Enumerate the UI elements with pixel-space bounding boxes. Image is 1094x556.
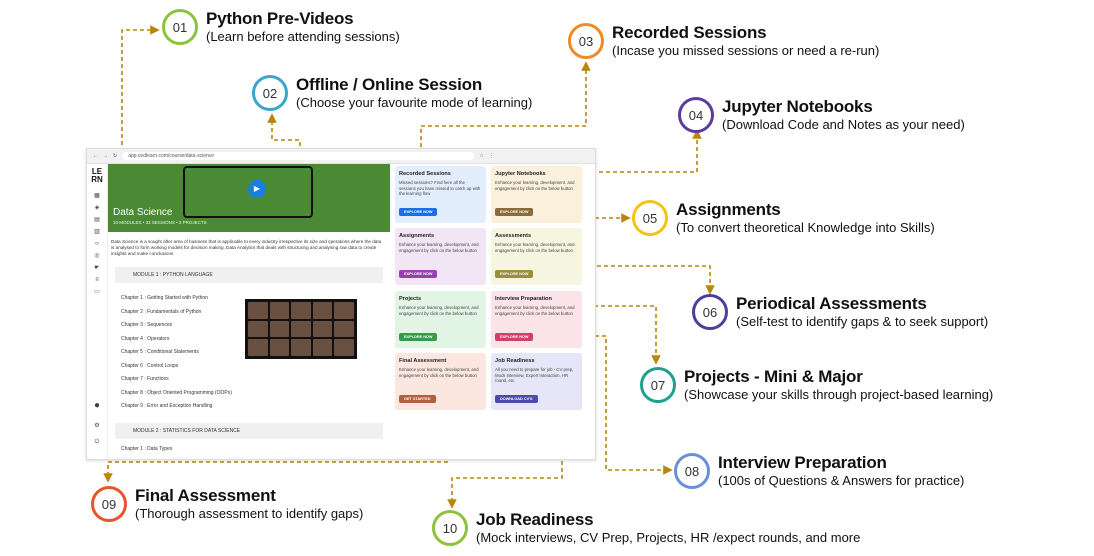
feature-python-pre-videos: 01 Python Pre-Videos(Learn before attend… bbox=[162, 9, 400, 45]
course-hero-banner: ▶ Data Science 10 MODULES • 32 SESSIONS … bbox=[108, 164, 390, 232]
list-icon[interactable]: ≡ bbox=[95, 277, 99, 283]
module-header[interactable]: MODULE 2 : STATISTICS FOR DATA SCIENCE bbox=[115, 423, 383, 439]
url-field[interactable]: app.cedlearn.com/course/data-science bbox=[122, 152, 475, 160]
list-item[interactable]: Chapter 4 : Operators bbox=[121, 335, 170, 342]
list-item[interactable]: Chapter 2 : Fundamentals of Python bbox=[121, 308, 202, 315]
chat-icon[interactable]: ▭ bbox=[94, 289, 100, 295]
step-badge: 03 bbox=[568, 23, 604, 59]
video-call-thumbnail bbox=[245, 299, 357, 359]
step-badge: 09 bbox=[91, 486, 127, 522]
feature-title: Projects - Mini & Major bbox=[684, 367, 863, 386]
feature-title: Assignments bbox=[676, 200, 781, 219]
forward-icon[interactable]: → bbox=[103, 153, 108, 159]
step-badge: 10 bbox=[432, 510, 468, 546]
card-recorded-sessions[interactable]: Recorded Sessions Missed sessions? Find … bbox=[395, 166, 486, 223]
explore-button[interactable]: EXPLORE NOW bbox=[399, 270, 438, 278]
feature-recorded-sessions: 03 Recorded Sessions(Incase you missed s… bbox=[568, 23, 879, 59]
code-icon[interactable]: ‹› bbox=[95, 241, 99, 247]
calendar-icon[interactable]: ▤ bbox=[94, 217, 100, 223]
card-assignments[interactable]: Assignments Enhance your learning, devel… bbox=[395, 228, 486, 285]
browser-address-bar: ← → ↻ app.cedlearn.com/course/data-scien… bbox=[87, 149, 595, 164]
module-header[interactable]: MODULE 1 : PYTHON LANGUAGE bbox=[115, 267, 383, 283]
power-icon[interactable]: ⏻ bbox=[94, 439, 100, 445]
feature-title: Jupyter Notebooks bbox=[722, 97, 873, 116]
feature-subtitle: (To convert theoretical Knowledge into S… bbox=[676, 220, 935, 235]
explore-button[interactable]: EXPLORE NOW bbox=[495, 208, 534, 216]
explore-button[interactable]: EXPLORE NOW bbox=[399, 208, 438, 216]
list-item[interactable]: Chapter 5 : Conditional Statements bbox=[121, 349, 199, 355]
layers-icon[interactable]: ◈ bbox=[94, 205, 100, 211]
list-item[interactable]: Chapter 7 : Functions bbox=[121, 376, 169, 382]
feature-assignments: 05 Assignments(To convert theoretical Kn… bbox=[632, 200, 935, 236]
course-description: Data Science is a sought after area of b… bbox=[111, 239, 382, 256]
step-badge: 02 bbox=[252, 75, 288, 111]
step-badge: 01 bbox=[162, 9, 198, 45]
document-icon[interactable]: ▥ bbox=[94, 229, 100, 235]
feature-title: Python Pre-Videos bbox=[206, 9, 354, 28]
feature-title: Job Readiness bbox=[476, 510, 594, 529]
feature-subtitle: (Learn before attending sessions) bbox=[206, 29, 400, 44]
coin-icon[interactable]: ◎ bbox=[94, 253, 100, 259]
feature-title: Final Assessment bbox=[135, 486, 276, 505]
step-badge: 06 bbox=[692, 294, 728, 330]
download-cv-button[interactable]: DOWNLOAD CV'S bbox=[495, 395, 538, 403]
pointer-icon[interactable]: ☛ bbox=[94, 265, 100, 271]
feature-title: Interview Preparation bbox=[718, 453, 887, 472]
feature-subtitle: (100s of Questions & Answers for practic… bbox=[718, 473, 965, 488]
user-avatar-icon[interactable]: ● bbox=[93, 400, 101, 411]
feature-projects: 07 Projects - Mini & Major(Showcase your… bbox=[640, 367, 993, 403]
list-item[interactable]: Chapter 1 : Data Types bbox=[121, 446, 173, 452]
feature-periodical-assessments: 06 Periodical Assessments(Self-test to i… bbox=[692, 294, 988, 330]
chapter-list: Chapter 1 : Getting Started with Python … bbox=[121, 292, 251, 414]
feature-title: Offline / Online Session bbox=[296, 75, 483, 94]
explore-button[interactable]: EXPLORE NOW bbox=[399, 333, 438, 341]
list-item[interactable]: Chapter 1 : Getting Started with Python bbox=[121, 295, 208, 301]
feature-subtitle: (Download Code and Notes as your need) bbox=[722, 117, 965, 132]
settings-icon[interactable]: ⚙ bbox=[94, 423, 100, 429]
play-icon[interactable]: ▶ bbox=[248, 180, 266, 198]
feature-subtitle: (Self-test to identify gaps & to seek su… bbox=[736, 314, 989, 329]
feature-final-assessment: 09 Final Assessment(Thorough assessment … bbox=[91, 486, 363, 522]
course-meta: 10 MODULES • 32 SESSIONS • 3 PROJECTS bbox=[113, 220, 207, 225]
menu-icon[interactable]: ⋮ bbox=[488, 153, 494, 159]
feature-subtitle: (Mock interviews, CV Prep, Projects, HR … bbox=[476, 530, 861, 545]
card-projects[interactable]: Projects Enhance your learning, developm… bbox=[395, 291, 486, 348]
feature-subtitle: (Thorough assessment to identify gaps) bbox=[135, 506, 364, 521]
list-item[interactable]: Chapter 8 : Object Oriented Programming … bbox=[121, 389, 232, 396]
feature-subtitle: (Showcase your skills through project-ba… bbox=[684, 387, 994, 402]
card-assessments[interactable]: Assessments Enhance your learning, devel… bbox=[491, 228, 582, 285]
course-dashboard-screenshot: ← → ↻ app.cedlearn.com/course/data-scien… bbox=[86, 148, 596, 460]
star-icon[interactable]: ☆ bbox=[479, 153, 484, 159]
feature-subtitle: (Incase you missed sessions or need a re… bbox=[612, 43, 880, 58]
feature-title: Periodical Assessments bbox=[736, 294, 927, 313]
card-jupyter-notebooks[interactable]: Jupyter Notebooks Enhance your learning,… bbox=[491, 166, 582, 223]
feature-jupyter-notebooks: 04 Jupyter Notebooks(Download Code and N… bbox=[678, 97, 965, 133]
circuit-illustration bbox=[183, 166, 313, 218]
explore-button[interactable]: EXPLORE NOW bbox=[495, 333, 534, 341]
list-item[interactable]: Chapter 9 : Error and Exception Handling bbox=[121, 403, 213, 409]
reload-icon[interactable]: ↻ bbox=[113, 153, 118, 159]
grid-icon[interactable]: ▦ bbox=[94, 193, 100, 199]
list-item[interactable]: Chapter 6 : Control Loops bbox=[121, 362, 179, 369]
card-interview-preparation[interactable]: Interview Preparation Enhance your learn… bbox=[491, 291, 582, 348]
feature-offline-online-session: 02 Offline / Online Session(Choose your … bbox=[252, 75, 532, 111]
feature-title: Recorded Sessions bbox=[612, 23, 767, 42]
feature-interview-preparation: 08 Interview Preparation(100s of Questio… bbox=[674, 453, 964, 489]
step-badge: 05 bbox=[632, 200, 668, 236]
step-badge: 08 bbox=[674, 453, 710, 489]
feature-job-readiness: 10 Job Readiness(Mock interviews, CV Pre… bbox=[432, 510, 860, 546]
feature-subtitle: (Choose your favourite mode of learning) bbox=[296, 95, 533, 110]
back-icon[interactable]: ← bbox=[93, 153, 98, 159]
step-badge: 04 bbox=[678, 97, 714, 133]
card-final-assessment[interactable]: Final Assessment Enhance your learning, … bbox=[395, 353, 486, 410]
step-badge: 07 bbox=[640, 367, 676, 403]
course-title: Data Science bbox=[113, 207, 173, 218]
explore-button[interactable]: EXPLORE NOW bbox=[495, 270, 534, 278]
card-job-readiness[interactable]: Job Readiness All you need to prepare fo… bbox=[491, 353, 582, 410]
get-started-button[interactable]: GET STARTED bbox=[399, 395, 436, 403]
list-item[interactable]: Chapter 3 : Sequences bbox=[121, 322, 173, 328]
